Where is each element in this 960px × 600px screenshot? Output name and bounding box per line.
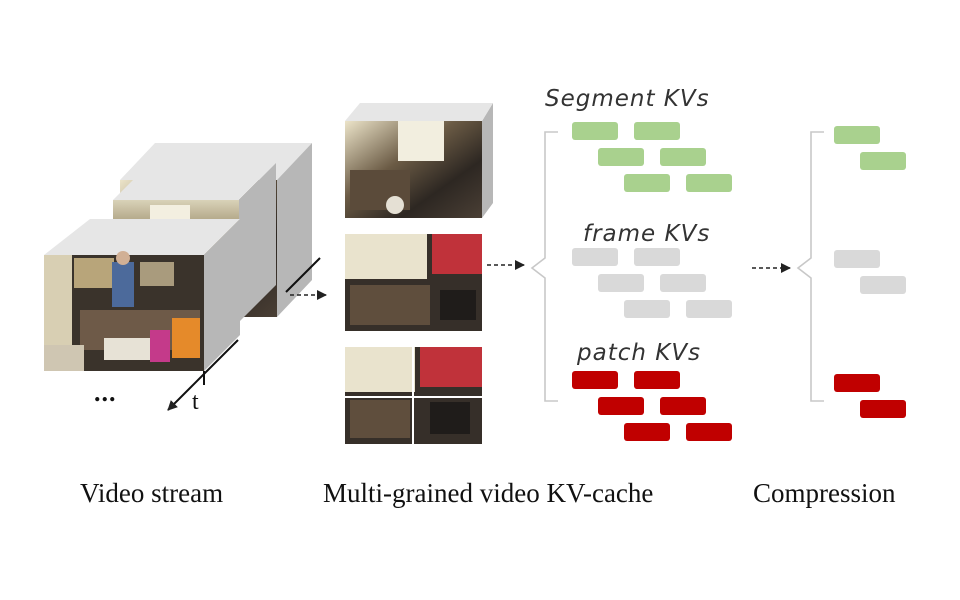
patch-kv-block-3 — [598, 397, 644, 415]
kv-blocks — [572, 122, 732, 441]
time-axis-label: t — [192, 389, 199, 415]
compression-bracket — [796, 131, 824, 402]
frame-kv-block-3 — [598, 274, 644, 292]
frame-kv-block-4 — [660, 274, 706, 292]
frame-level-frame — [345, 234, 482, 331]
compressed-segment-kv-block-2 — [860, 152, 906, 170]
multi-grained-frames — [345, 103, 493, 444]
frame-kv-block-6 — [686, 300, 732, 318]
compressed-patch-kv-block-2 — [860, 400, 906, 418]
caption-video-stream: Video stream — [80, 478, 224, 508]
compressed-frame-kv-block-2 — [860, 276, 906, 294]
caption-compression: Compression — [753, 478, 896, 508]
patch-kv-block-6 — [686, 423, 732, 441]
segment-kv-block-6 — [686, 174, 732, 192]
segment-kvs-label: Segment KVs — [545, 86, 710, 112]
compressed-frame-kv-block-1 — [834, 250, 880, 268]
patch-level-frame — [345, 347, 482, 444]
compressed-kv-blocks — [834, 126, 906, 418]
patch-kv-block-1 — [572, 371, 618, 389]
segment-kv-block-5 — [624, 174, 670, 192]
frame-kv-block-2 — [634, 248, 680, 266]
time-axis-back-segment — [285, 257, 321, 293]
patch-kv-block-5 — [624, 423, 670, 441]
frame-kvs-label: frame KVs — [583, 221, 711, 247]
segment-kv-block-4 — [660, 148, 706, 166]
segment-kv-block-1 — [572, 122, 618, 140]
video-frame-cube-front — [44, 219, 240, 371]
segment-kv-block-2 — [634, 122, 680, 140]
patch-kvs-label: patch KVs — [577, 340, 702, 366]
patch-kv-block-2 — [634, 371, 680, 389]
video-stream-stack — [44, 143, 321, 411]
stream-ellipsis: ... — [94, 378, 117, 407]
compressed-patch-kv-block-1 — [834, 374, 880, 392]
segment-kv-block-3 — [598, 148, 644, 166]
caption-kv-cache: Multi-grained video KV-cache — [323, 478, 654, 508]
frame-kv-block-5 — [624, 300, 670, 318]
patch-kv-block-4 — [660, 397, 706, 415]
compressed-segment-kv-block-1 — [834, 126, 880, 144]
segment-level-frame — [345, 103, 493, 218]
kv-group-bracket — [530, 131, 558, 402]
frame-kv-block-1 — [572, 248, 618, 266]
